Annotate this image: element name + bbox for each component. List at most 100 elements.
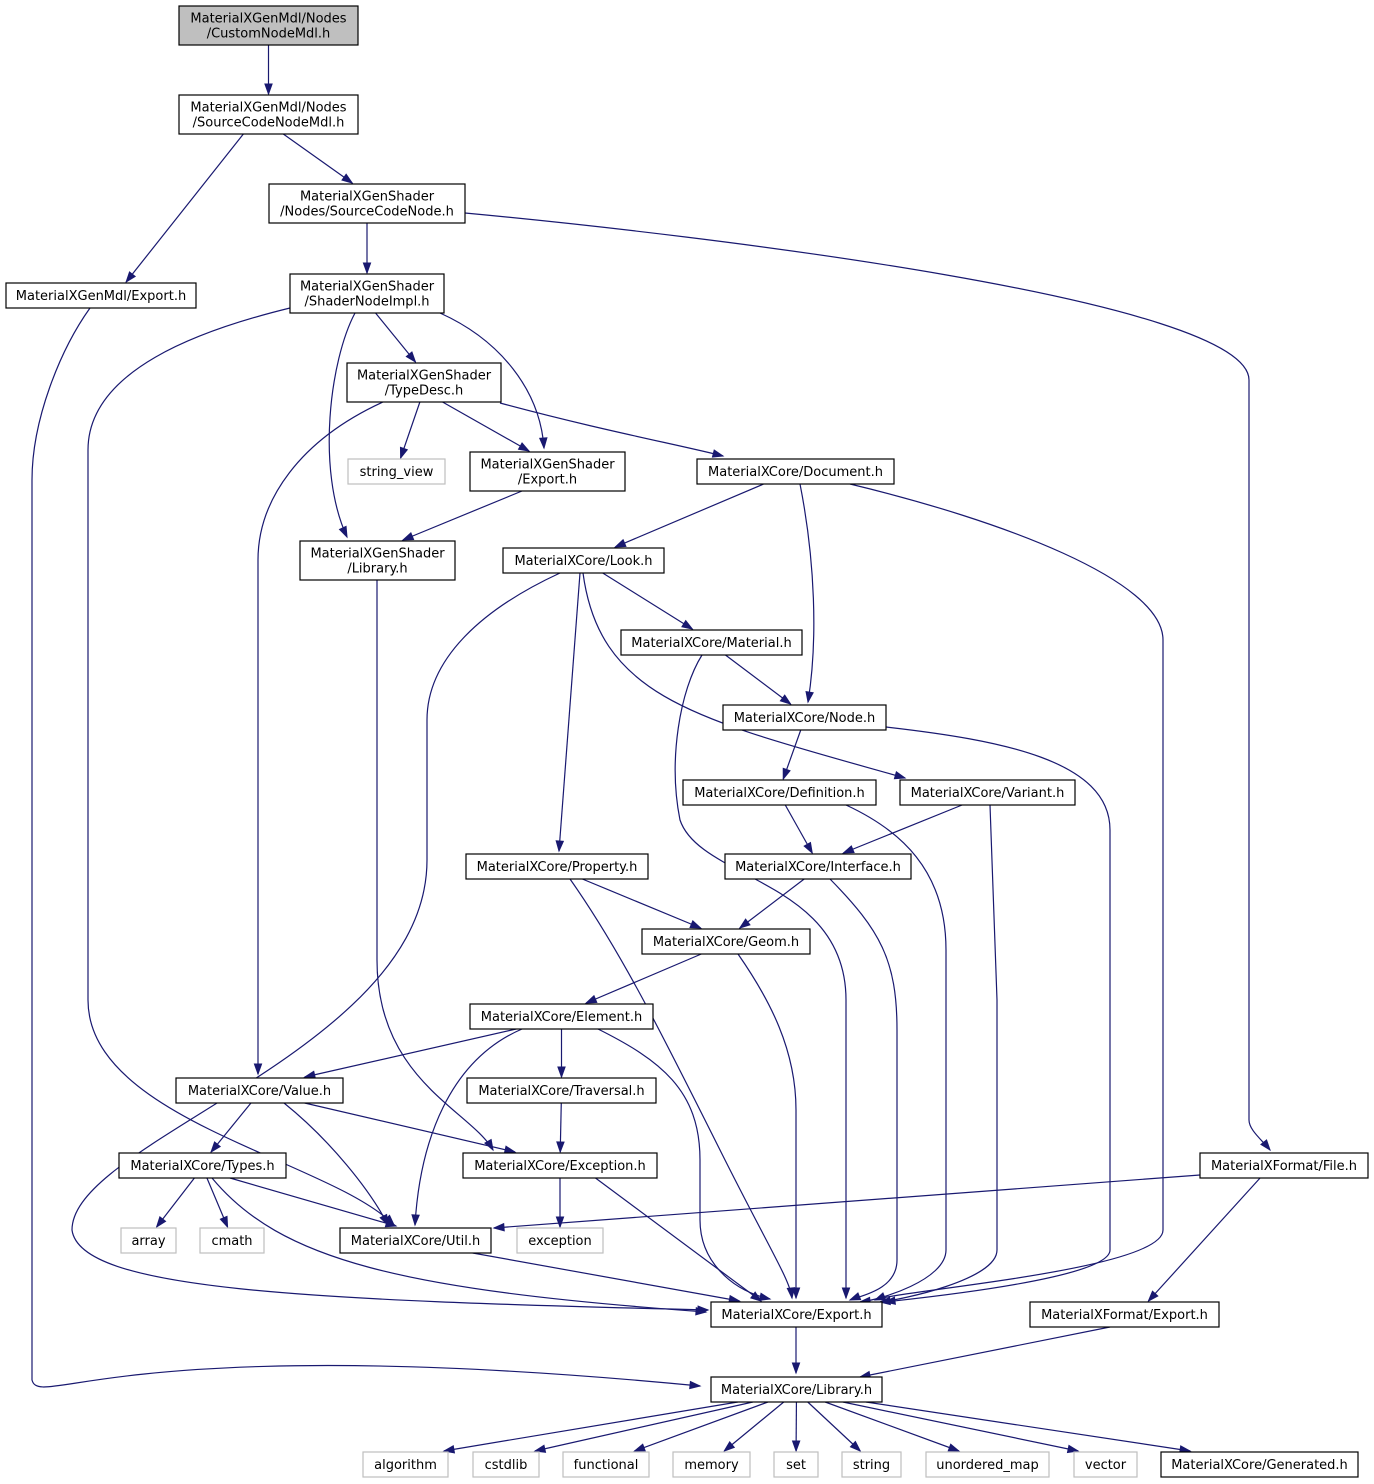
edge-corelibrary-to-functional xyxy=(634,1401,769,1452)
node-label-memory: memory xyxy=(684,1458,739,1473)
arrowhead-types-to-coreexport xyxy=(695,1306,708,1316)
node-label-util: MaterialXCore/Util.h xyxy=(351,1234,480,1249)
node-label-formatfile: MaterialXFormat/File.h xyxy=(1211,1159,1357,1174)
node-mdlexport[interactable]: MaterialXGenMdl/Export.h xyxy=(5,282,197,309)
edge-variant-to-interface xyxy=(843,804,963,854)
node-value[interactable]: MaterialXCore/Value.h xyxy=(175,1077,344,1104)
node-look[interactable]: MaterialXCore/Look.h xyxy=(502,547,665,574)
edge-look-to-property xyxy=(558,572,581,852)
arrowhead-interface-to-coreexport xyxy=(848,1292,862,1301)
arrowhead-element-to-value xyxy=(303,1070,316,1079)
node-box-algorithm xyxy=(362,1451,449,1478)
node-label-shlibrary: /Library.h xyxy=(347,562,407,577)
arrowhead-element-to-coreexport xyxy=(758,1292,772,1301)
arrowhead-material-to-node xyxy=(779,694,792,705)
node-label-shexport: MaterialXGenShader xyxy=(480,458,615,473)
node-label-formatexport: MaterialXFormat/Export.h xyxy=(1041,1308,1208,1323)
node-variant[interactable]: MaterialXCore/Variant.h xyxy=(899,779,1076,806)
node-label-value: MaterialXCore/Value.h xyxy=(188,1084,331,1099)
node-geom[interactable]: MaterialXCore/Geom.h xyxy=(641,928,811,955)
arrowhead-corelibrary-to-memory xyxy=(723,1440,736,1452)
arrowhead-corelibrary-to-algorithm xyxy=(442,1445,456,1454)
node-box-formatfile xyxy=(1199,1152,1369,1179)
edge-exception-to-coreexport xyxy=(595,1177,762,1302)
node-algorithm: algorithm xyxy=(362,1451,449,1478)
node-document[interactable]: MaterialXCore/Document.h xyxy=(696,458,895,485)
edge-shaderimpl-to-util xyxy=(87,307,395,1226)
edge-formatexport-to-corelibrary xyxy=(859,1326,1111,1378)
edge-shaderimpl-to-typedesc xyxy=(375,312,416,363)
node-label-vector: vector xyxy=(1085,1458,1127,1473)
node-traversal[interactable]: MaterialXCore/Traversal.h xyxy=(466,1077,657,1104)
edge-typedesc-to-shexport xyxy=(442,401,530,452)
node-box-coreexport xyxy=(710,1301,883,1328)
arrowhead-corelibrary-to-string xyxy=(849,1440,862,1453)
node-util[interactable]: MaterialXCore/Util.h xyxy=(339,1227,492,1254)
arrowhead-look-to-property xyxy=(555,840,565,853)
node-label-node: MaterialXCore/Node.h xyxy=(734,711,876,726)
node-types[interactable]: MaterialXCore/Types.h xyxy=(118,1152,287,1179)
node-box-value xyxy=(175,1077,344,1104)
node-shexport[interactable]: MaterialXGenShader/Export.h xyxy=(469,451,626,492)
edge-corelibrary-to-generated xyxy=(865,1401,1191,1452)
arrowhead-material-to-coreexport xyxy=(841,1287,851,1300)
arrowhead-variant-to-interface xyxy=(842,845,855,854)
arrowhead-corelibrary-to-functional xyxy=(633,1443,646,1452)
edge-interface-to-geom xyxy=(739,878,805,929)
node-sourcemdl[interactable]: MaterialXGenMdl/Nodes/SourceCodeNodeMdl.… xyxy=(178,94,359,135)
arrowhead-element-to-util xyxy=(411,1214,420,1227)
node-box-node xyxy=(722,704,887,731)
node-label-exception: MaterialXCore/Exception.h xyxy=(474,1159,646,1174)
node-formatexport[interactable]: MaterialXFormat/Export.h xyxy=(1029,1301,1220,1328)
node-formatfile[interactable]: MaterialXFormat/File.h xyxy=(1199,1152,1369,1179)
arrowhead-types-to-array xyxy=(155,1216,167,1229)
node-box-unordered_map xyxy=(925,1451,1050,1478)
edge-corelibrary-to-algorithm xyxy=(443,1401,738,1452)
node-typedesc[interactable]: MaterialXGenShader/TypeDesc.h xyxy=(346,362,502,403)
node-set: set xyxy=(773,1451,819,1478)
arrowhead-typedesc-to-value xyxy=(253,1063,263,1076)
node-property[interactable]: MaterialXCore/Property.h xyxy=(465,853,649,880)
node-label-custom: MaterialXGenMdl/Nodes xyxy=(190,12,346,27)
node-interface[interactable]: MaterialXCore/Interface.h xyxy=(724,853,912,880)
node-box-array xyxy=(120,1227,177,1254)
node-material[interactable]: MaterialXCore/Material.h xyxy=(620,629,803,656)
edge-element-to-value xyxy=(304,1028,517,1078)
node-box-document xyxy=(696,458,895,485)
node-shaderimpl[interactable]: MaterialXGenShader/ShaderNodeImpl.h xyxy=(289,273,445,314)
arrowhead-geom-to-coreexport xyxy=(791,1287,801,1300)
edge-util-to-coreexport xyxy=(472,1252,740,1302)
node-sourcenode[interactable]: MaterialXGenShader/Nodes/SourceCodeNode.… xyxy=(268,183,466,224)
arrowhead-formatfile-to-util xyxy=(492,1222,505,1232)
node-box-sourcenode xyxy=(268,183,466,224)
arrowhead-shaderimpl-to-shlibrary xyxy=(338,525,348,539)
arrowhead-exception-to-coreexport xyxy=(750,1291,763,1302)
header-nodes: MaterialXGenMdl/Nodes/CustomNodeMdl.hMat… xyxy=(5,5,1369,1478)
edge-geom-to-coreexport xyxy=(737,953,797,1298)
node-box-mdlexport xyxy=(5,282,197,309)
arrowhead-sourcemdl-to-sourcenode xyxy=(341,173,354,184)
node-corelibrary[interactable]: MaterialXCore/Library.h xyxy=(710,1376,883,1403)
edge-corelibrary-to-memory xyxy=(723,1401,785,1452)
node-label-string: string xyxy=(853,1458,890,1473)
arrowhead-shexport-to-shlibrary xyxy=(401,532,415,541)
node-box-shaderimpl xyxy=(289,273,445,314)
node-label-set: set xyxy=(786,1458,806,1473)
node-array: array xyxy=(120,1227,177,1254)
arrowhead-typedesc-to-string_view xyxy=(399,446,409,460)
edge-corelibrary-to-unordered_map xyxy=(824,1401,960,1452)
node-exception[interactable]: MaterialXCore/Exception.h xyxy=(462,1152,658,1179)
node-coreexport[interactable]: MaterialXCore/Export.h xyxy=(710,1301,883,1328)
node-shlibrary[interactable]: MaterialXGenShader/Library.h xyxy=(299,540,456,581)
node-label-sourcemdl: /SourceCodeNodeMdl.h xyxy=(193,116,345,131)
node-generated[interactable]: MaterialXCore/Generated.h xyxy=(1160,1451,1359,1478)
node-label-corelibrary: MaterialXCore/Library.h xyxy=(721,1383,872,1398)
node-label-generated: MaterialXCore/Generated.h xyxy=(1171,1458,1348,1473)
edge-corelibrary-to-vector xyxy=(842,1401,1079,1452)
node-node[interactable]: MaterialXCore/Node.h xyxy=(722,704,887,731)
edge-definition-to-coreexport xyxy=(845,804,947,1303)
edge-shexport-to-shlibrary xyxy=(402,490,523,541)
node-definition[interactable]: MaterialXCore/Definition.h xyxy=(682,779,877,806)
edge-look-to-variant xyxy=(582,572,906,779)
node-element[interactable]: MaterialXCore/Element.h xyxy=(469,1003,654,1030)
